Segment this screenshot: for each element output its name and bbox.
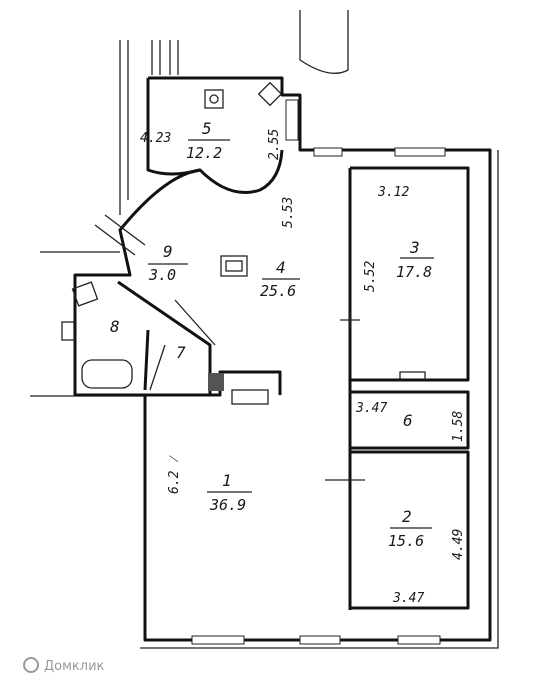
- room-4-dim-height: 5.53: [281, 197, 296, 228]
- room-6-walls: [350, 390, 470, 450]
- room-5-dim-height: 2.55: [267, 129, 282, 160]
- room-8-number: 8: [110, 317, 120, 336]
- building-outline-left: [119, 40, 129, 215]
- fixture-box-1: [231, 389, 269, 405]
- window-room-1-right: [299, 635, 341, 645]
- room-5-area: 12.2: [186, 144, 222, 162]
- window-room-4: [313, 147, 343, 157]
- fixture-box-4-inner: [225, 260, 243, 272]
- room-1-area: 36.9: [209, 496, 246, 514]
- chimney-hatch: [208, 373, 224, 391]
- exterior-wall-outer: [140, 150, 499, 649]
- window-room-3: [394, 147, 446, 157]
- window-room-1-left: [191, 635, 245, 645]
- room-1-dim-height: 6.2 ⁄: [167, 455, 182, 494]
- room-3-dim-height: 5.52: [363, 261, 378, 292]
- room-2-dim-width: 3.47: [392, 591, 424, 606]
- room-2-dim-height: 4.49: [451, 529, 466, 560]
- room-4-area: 25.6: [260, 282, 296, 300]
- room-9-area: 3.0: [148, 266, 176, 284]
- wall-room-8-7: [143, 329, 150, 391]
- fixture-bath-8: [81, 359, 133, 389]
- room-2-area: 15.6: [388, 532, 424, 550]
- fixture-drain-5: [209, 94, 219, 104]
- room-6-dim-width: 3.47: [355, 401, 387, 416]
- room-6-dim-height: 1.58: [451, 411, 466, 442]
- fixture-stove-5: [257, 81, 283, 107]
- door-room-3: [399, 371, 426, 380]
- room-5-wall-left: [146, 78, 201, 176]
- room-5-number: 5: [202, 119, 212, 138]
- room-7-number: 7: [176, 343, 186, 362]
- door-mark-4-3: [340, 312, 360, 328]
- stair-hatch: [151, 40, 179, 75]
- watermark-logo-icon: [23, 657, 39, 673]
- room-3-dim-width: 3.12: [377, 185, 409, 200]
- room-3-area: 17.8: [396, 263, 432, 281]
- fixture-box-4: [220, 255, 248, 277]
- building-outline-top: [299, 10, 349, 74]
- watermark: Домклик: [23, 657, 105, 674]
- partition-room-7: [149, 299, 216, 391]
- fixture-sink-8: [61, 321, 75, 341]
- room-4-number: 4: [276, 258, 286, 277]
- fixture-sink-5: [204, 89, 224, 109]
- window-room-2: [397, 635, 441, 645]
- room-3-number: 3: [409, 238, 420, 257]
- wall-between-4-and-1: [145, 370, 282, 397]
- watermark-brand: Домклик: [44, 659, 105, 674]
- room-6-number: 6: [403, 411, 413, 430]
- room-2-number: 2: [402, 507, 412, 526]
- fixture-toilet-8: [71, 281, 99, 307]
- room-3-walls: [350, 166, 470, 382]
- exterior-wall: [73, 76, 492, 642]
- room-5-dim-width: 4.23: [140, 131, 171, 146]
- window-room-5: [285, 99, 299, 141]
- room-1-number: 1: [222, 471, 232, 490]
- entrance-hatch: [94, 214, 146, 256]
- room-2-walls: [350, 450, 470, 610]
- room-9-number: 9: [163, 242, 173, 261]
